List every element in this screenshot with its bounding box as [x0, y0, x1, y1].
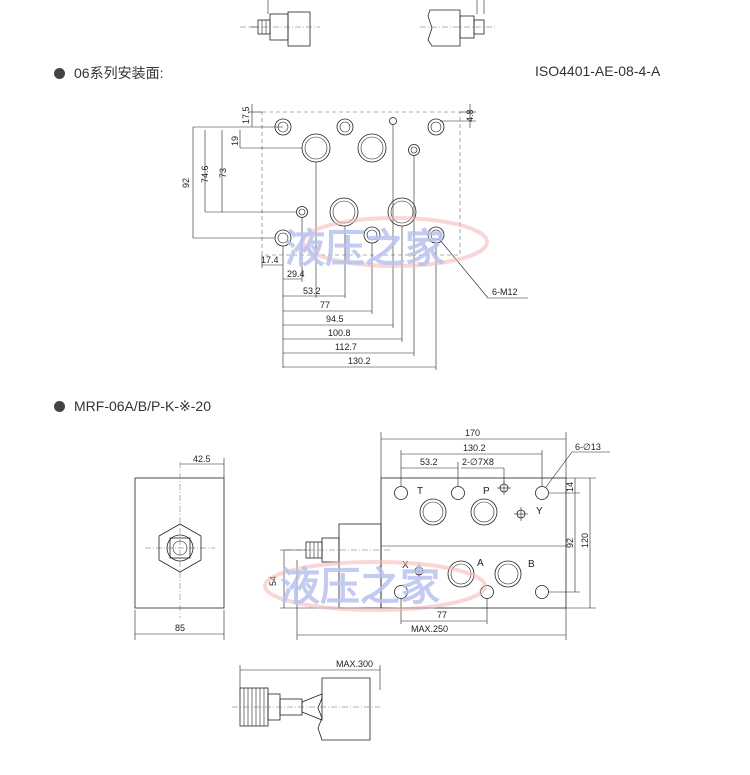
dim-19: 19 — [230, 136, 240, 146]
dim-42-5: 42.5 — [193, 454, 211, 464]
watermark-text: 液压之家 — [285, 225, 445, 272]
top-partial-view-right — [420, 0, 495, 47]
section-heading-mounting: 06系列安装面: — [54, 63, 163, 83]
bolt-hole — [427, 118, 445, 136]
dim-73: 73 — [218, 168, 228, 178]
dim-max-300: MAX.300 — [336, 659, 373, 669]
port-label-t: T — [417, 486, 423, 497]
dim-17-4: 17.4 — [261, 255, 279, 265]
bullet-icon — [54, 401, 65, 412]
dim-74-6: 74.6 — [200, 165, 210, 183]
port-hole — [387, 197, 417, 227]
standard-label: ISO4401-AE-08-4-A — [535, 63, 661, 79]
port-label-x: X — [402, 560, 409, 571]
thread-label: 6-M12 — [492, 287, 518, 297]
hex-nut-icon — [158, 523, 202, 573]
dim-max-250: MAX.250 — [411, 624, 448, 634]
section-heading-model: MRF-06A/B/P-K-※-20 — [54, 398, 211, 415]
dim-53-2-front: 53.2 — [420, 457, 438, 467]
pilot-hole — [296, 206, 308, 218]
port-p — [470, 498, 498, 526]
dim-54: 54 — [268, 576, 278, 586]
dim-29-4: 29.4 — [287, 269, 305, 279]
dim-85: 85 — [175, 623, 185, 633]
dim-130-2: 130.2 — [348, 356, 371, 366]
port-t — [419, 498, 447, 526]
pilot-hole — [408, 144, 420, 156]
bullet-icon — [54, 67, 65, 79]
dim-120: 120 — [580, 533, 590, 548]
section-title-model: MRF-06A/B/P-K-※-20 — [74, 398, 211, 414]
hole-label: 6-∅13 — [575, 442, 601, 452]
dim-77: 77 — [320, 300, 330, 310]
dim-130-2-front: 130.2 — [463, 443, 486, 453]
port-label-p: P — [483, 486, 490, 497]
dim-92: 92 — [181, 178, 191, 188]
mount-hole — [535, 585, 549, 599]
bottom-view-drawing: MAX.300 — [232, 659, 381, 741]
port-label-a: A — [477, 558, 484, 569]
dim-53-2: 53.2 — [303, 286, 321, 296]
top-partial-view-left — [240, 0, 320, 47]
port-hole — [301, 133, 331, 163]
side-view-drawing: 42.5 85 — [134, 454, 225, 640]
dim-112-7: 112.7 — [335, 342, 357, 352]
dim-100-8: 100.8 — [328, 328, 351, 338]
dim-77-front: 77 — [437, 610, 447, 620]
watermark-top: 液压之家 — [285, 216, 489, 272]
mount-hole — [394, 486, 408, 500]
section-title-mounting: 06系列安装面: — [74, 65, 164, 81]
port-label-b: B — [528, 559, 535, 570]
bolt-hole — [336, 118, 354, 136]
dim-92-front: 92 — [565, 538, 575, 548]
port-hole — [357, 133, 387, 163]
dim-14: 14 — [565, 482, 575, 492]
dim-94-5: 94.5 — [326, 314, 344, 324]
port-b — [494, 560, 522, 588]
watermark-bottom: 液压之家 — [263, 560, 487, 612]
mount-hole — [451, 486, 465, 500]
mounting-surface-drawing: 92 74.6 73 19 17.5 4.8 17.4 29.4 53.2 77 — [181, 104, 528, 370]
dim-4-8: 4.8 — [465, 109, 475, 122]
front-view-drawing: T P Y X A B 170 130.2 53.2 2-∅7X8 6-∅13 — [268, 428, 610, 640]
dim-170: 170 — [465, 428, 480, 438]
pilot-hole — [389, 117, 397, 125]
pin-label: 2-∅7X8 — [462, 457, 494, 467]
dim-17-5: 17.5 — [241, 106, 251, 124]
watermark-text: 液压之家 — [280, 563, 440, 610]
mount-hole — [535, 486, 549, 500]
port-label-y: Y — [536, 506, 543, 517]
